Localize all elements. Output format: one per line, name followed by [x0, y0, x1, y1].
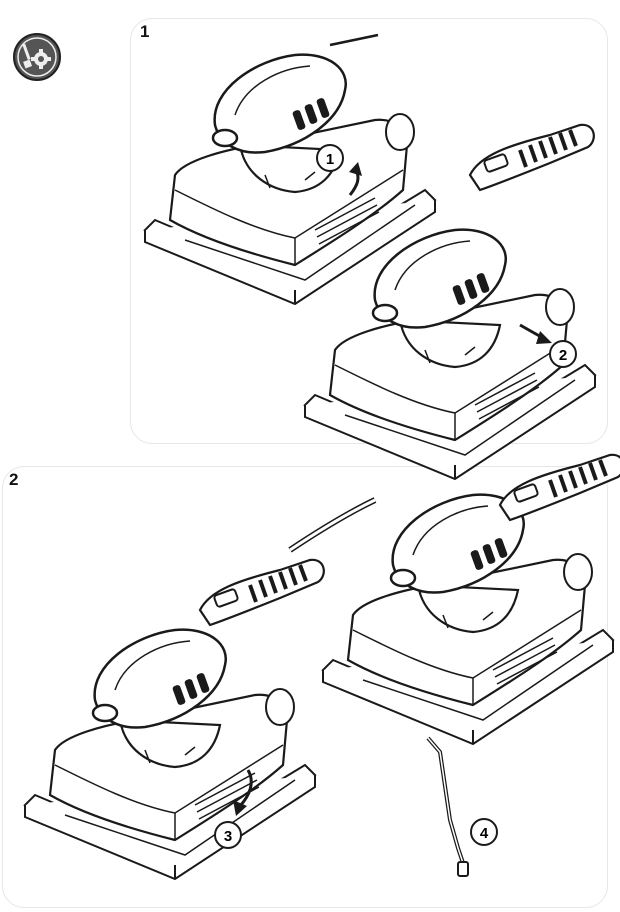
svg-text:4: 4 [480, 825, 489, 842]
clamp-rod [426, 736, 469, 877]
step-2-number: 2 [9, 470, 19, 489]
tools-gear-icon [12, 32, 62, 82]
sander-illustration-1a [143, 33, 437, 306]
callout-3: 3 [214, 821, 242, 849]
rotate-arrow-head [233, 800, 247, 816]
step-1-number: 1 [140, 22, 150, 41]
svg-text:1: 1 [326, 151, 334, 168]
sander-illustration-2b [321, 452, 620, 746]
callout-2: 2 [549, 340, 577, 368]
svg-text:3: 3 [224, 828, 232, 845]
callout-4: 4 [470, 818, 498, 846]
sander-illustration-2a [23, 497, 377, 881]
lift-arrow-head [349, 162, 362, 176]
svg-text:2: 2 [559, 347, 567, 364]
pull-arrow-head [536, 331, 552, 344]
callout-1: 1 [316, 144, 344, 172]
rotate-arrow [238, 769, 253, 808]
